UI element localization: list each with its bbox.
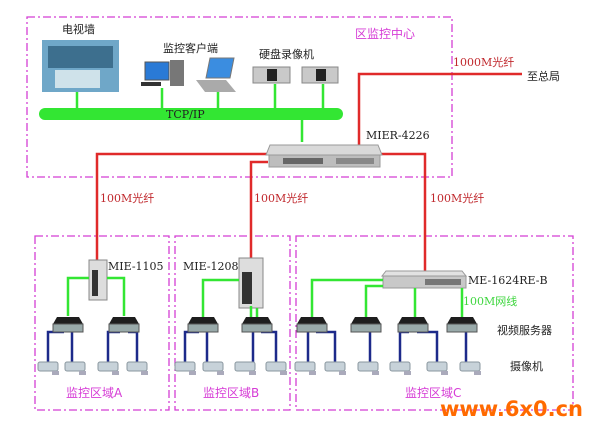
video-server-icon [397,317,429,333]
laptop-icon [196,57,236,92]
zone-b-label: 监控区域B [203,386,259,400]
fiber-c-label: 100M光纤 [430,191,484,205]
video-server-icon [187,317,219,333]
fiber-link-a [95,152,268,262]
core-switch-label: MIER-4226 [366,129,430,142]
camera-icon [126,361,148,375]
video-server-icon [52,317,84,333]
fiber-b-label: 100M光纤 [254,191,308,205]
camera-icon [234,361,256,375]
switch-c-label: ME-1624RE-B [468,274,548,287]
coax-link [398,330,409,362]
camera-icon [389,361,411,375]
fiber-uplink [357,72,522,146]
client-label: 监控客户端 [163,41,218,55]
camera-icon [174,361,196,375]
center-title: 区监控中心 [355,26,415,41]
coax-link [46,330,64,362]
client-pc-icon [141,60,184,86]
center-zone [26,16,453,178]
tcp-ip-label: TCP/IP [166,108,205,121]
video-server-icon [446,317,478,333]
dvr-icon [252,66,339,84]
camera-icon [357,361,379,375]
video-server-icon [241,317,273,333]
cable-label: 100M网线 [463,294,517,308]
camera-icon [265,361,287,375]
zone-c [295,235,574,411]
legend-server: 视频服务器 [497,323,552,337]
lan-drops [75,84,325,142]
cameras [37,361,481,375]
video-server-icon [296,317,328,333]
video-servers [46,317,478,362]
legend-camera: 摄像机 [510,359,543,373]
switch-a-label: MIE-1105 [108,260,164,273]
zone-c-label: 监控区域C [405,386,461,400]
camera-icon [64,361,86,375]
lan-zone-c [310,278,464,320]
coax-link [106,330,120,362]
hq-label: 至总局 [527,69,560,83]
camera-icon [459,361,481,375]
fiber-link-c [380,152,427,276]
coax-link [316,330,337,362]
coax-link [417,330,439,362]
mie-1208-icon [238,257,264,309]
video-server-icon [108,317,140,333]
camera-icon [37,361,59,375]
coax-link [183,330,199,362]
fiber-a-label: 100M光纤 [100,191,154,205]
camera-icon [202,361,224,375]
camera-icon [324,361,346,375]
mie-1105-icon [88,259,108,301]
uplink-label: 1000M光纤 [453,55,514,69]
video-server-icon [350,317,382,333]
core-switch-icon [265,144,383,168]
tv-wall-label: 电视墙 [62,22,95,36]
coax-link [261,330,278,362]
camera-icon [294,361,316,375]
coax-link [128,330,139,362]
dvr-label: 硬盘录像机 [259,47,314,61]
fiber-link-b [249,160,268,262]
switch-b-label: MIE-1208 [183,260,239,273]
tcp-ip-bus [39,108,343,120]
lan-zone-a [66,276,126,316]
me-1624re-b-icon [380,270,468,289]
zone-b [174,235,291,411]
tv-wall-image [42,40,119,92]
camera-icon [426,361,448,375]
zone-a-label: 监控区域A [66,386,123,400]
camera-icon [97,361,119,375]
lan-zone-b [201,278,259,318]
watermark: www.6x0.cn [440,397,583,421]
zone-a [34,235,170,411]
